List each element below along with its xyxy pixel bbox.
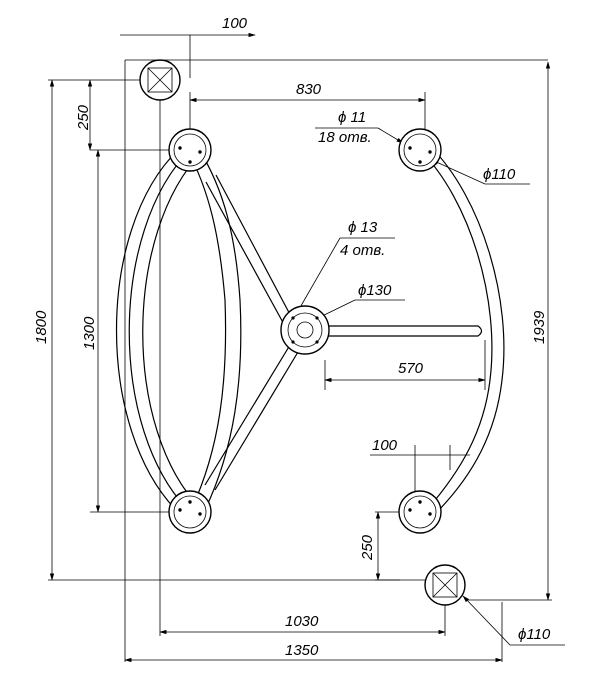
base-plate-top-left: [168, 128, 212, 172]
dim-1030: 1030: [285, 613, 319, 630]
dim-100-top: 100: [222, 15, 248, 32]
anchor-box-bottom-right: [424, 564, 466, 606]
dim-250-top: 250: [75, 104, 92, 131]
base-plate-bottom-left: [168, 490, 212, 534]
callout-hole-13: ϕ 13: [348, 219, 378, 236]
dim-1300: 1300: [81, 316, 98, 350]
callout-dia-110-bottom: ϕ110: [518, 626, 551, 643]
dim-1350: 1350: [285, 642, 319, 659]
dim-830: 830: [296, 81, 322, 98]
dim-1800: 1800: [33, 310, 50, 344]
callout-hole-11: ϕ 11: [338, 109, 366, 126]
dim-100-bottom: 100: [372, 437, 398, 454]
dim-250-bottom: 250: [359, 534, 376, 561]
callout-dia-130: ϕ130: [358, 282, 392, 299]
dim-1939: 1939: [531, 310, 548, 344]
central-hub: [280, 305, 330, 355]
callout-dia-110-top: ϕ110: [483, 166, 516, 183]
leader-lines: [293, 127, 565, 646]
turnstile-structure: [116, 145, 505, 513]
dimension-lines: [49, 32, 551, 663]
frame: [124, 59, 548, 662]
anchor-box-top-left: [139, 59, 181, 101]
base-plate-top-right: [398, 128, 442, 172]
dim-570: 570: [398, 360, 424, 377]
base-plate-bottom-right: [398, 490, 442, 534]
callout-hole-13-count: 4 отв.: [340, 242, 385, 259]
callout-hole-11-count: 18 отв.: [318, 129, 372, 146]
